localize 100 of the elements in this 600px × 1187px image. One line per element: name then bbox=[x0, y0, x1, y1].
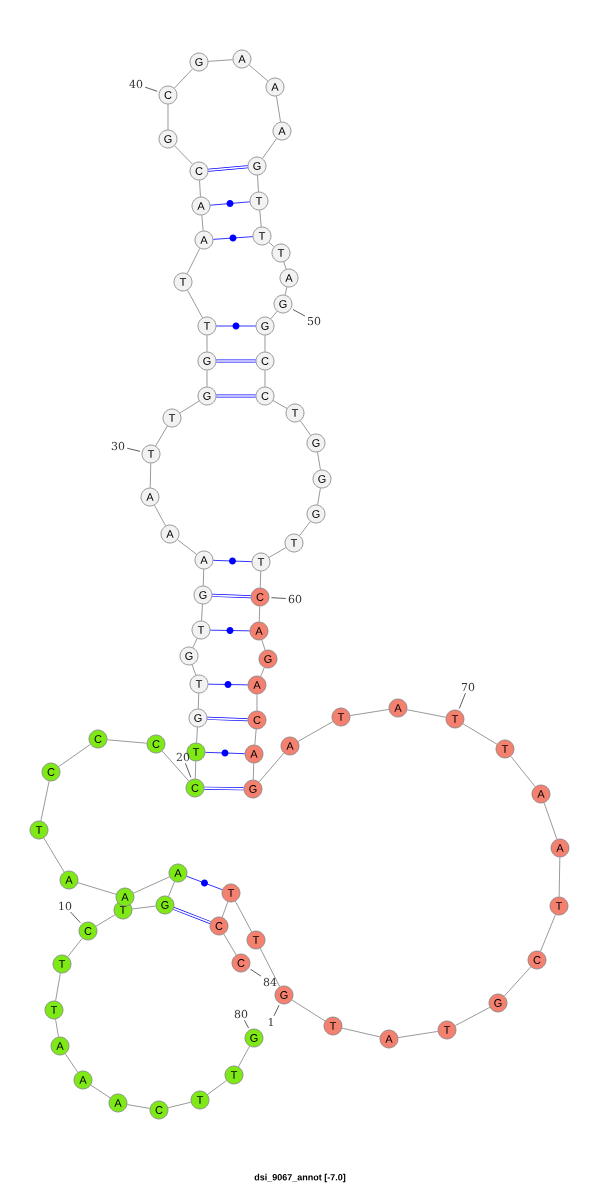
backbone-line bbox=[167, 1101, 192, 1109]
backbone-line bbox=[131, 905, 157, 910]
backbone-line bbox=[149, 463, 152, 488]
backbone-line bbox=[206, 370, 208, 387]
backbone-line bbox=[257, 175, 259, 193]
backbone-line bbox=[199, 180, 201, 198]
backbone-line bbox=[276, 95, 281, 123]
backbone-line bbox=[40, 780, 50, 822]
backbone-line bbox=[126, 1104, 151, 1109]
base-pair-line bbox=[186, 875, 223, 891]
base-pair-line bbox=[208, 681, 248, 688]
backbone-line bbox=[297, 721, 334, 742]
backbone-line bbox=[540, 914, 556, 952]
backbone-line bbox=[167, 104, 169, 130]
backbone-line bbox=[300, 420, 311, 436]
position-number: 30 bbox=[111, 441, 125, 451]
backbone-line bbox=[192, 638, 198, 648]
backbone-line bbox=[341, 1027, 381, 1038]
backbone-line bbox=[207, 59, 233, 62]
backbone-line bbox=[283, 261, 287, 270]
backbone-line bbox=[55, 1018, 59, 1038]
base-pair-line bbox=[210, 627, 250, 634]
backbone-line bbox=[317, 451, 321, 471]
backbone-line bbox=[259, 210, 262, 228]
backbone-line bbox=[95, 914, 116, 927]
leader-line bbox=[271, 597, 287, 599]
backbone-line bbox=[510, 755, 536, 788]
base-pair-line bbox=[172, 907, 212, 924]
backbone-line bbox=[284, 286, 288, 296]
backbone-line bbox=[177, 539, 197, 555]
backbone-line bbox=[58, 744, 91, 767]
backbone-line bbox=[155, 425, 168, 447]
backbone-line bbox=[174, 68, 193, 89]
backbone-line bbox=[259, 948, 281, 988]
position-number: 10 bbox=[59, 901, 72, 911]
base-pair-line bbox=[215, 359, 257, 363]
leader-line bbox=[243, 1019, 249, 1029]
position-number: 60 bbox=[288, 594, 302, 604]
base-pair-line bbox=[205, 749, 245, 757]
backbone-line bbox=[106, 739, 148, 744]
base-pair-line bbox=[203, 786, 245, 791]
leader-line bbox=[144, 86, 158, 92]
backbone-line bbox=[202, 569, 205, 586]
backbone-line bbox=[264, 370, 266, 387]
backbone-line bbox=[259, 571, 262, 588]
backbone-line bbox=[238, 1045, 250, 1068]
backbone-line bbox=[262, 138, 277, 159]
base-pair-line bbox=[206, 716, 249, 722]
backbone-line bbox=[168, 881, 175, 897]
backbone-line bbox=[252, 763, 255, 780]
backbone-line bbox=[77, 882, 117, 895]
backbone-line bbox=[55, 972, 61, 1002]
backbone-line bbox=[299, 521, 311, 536]
backbone-line bbox=[503, 966, 532, 997]
caption: dsi_9067_annot [-7.0] bbox=[254, 1173, 346, 1183]
backbone-line bbox=[317, 487, 321, 506]
backbone-line bbox=[161, 750, 190, 782]
backbone-line bbox=[462, 723, 498, 745]
backbone-line bbox=[201, 604, 203, 621]
backbone-line bbox=[558, 857, 561, 897]
backbone-line bbox=[191, 664, 197, 676]
base-pair-line bbox=[212, 234, 253, 242]
backbone-line bbox=[174, 145, 193, 165]
backbone-line bbox=[207, 1080, 227, 1095]
backbone-line bbox=[349, 709, 390, 716]
backbone-line bbox=[264, 335, 266, 352]
backbone-line bbox=[133, 876, 170, 894]
leader-line bbox=[273, 1004, 280, 1017]
backbone-line bbox=[258, 752, 285, 783]
leader-line bbox=[292, 309, 306, 317]
backbone-line bbox=[291, 999, 326, 1022]
backbone-line bbox=[223, 933, 237, 956]
leader-line bbox=[126, 447, 141, 452]
position-number: 80 bbox=[234, 1009, 248, 1019]
base-pair-line bbox=[211, 593, 252, 599]
backbone-line bbox=[197, 693, 200, 709]
backbone-line bbox=[179, 400, 200, 414]
backbone-line bbox=[206, 335, 208, 352]
base-pair-line bbox=[209, 200, 251, 207]
backbone-line bbox=[454, 1007, 491, 1026]
backbone-line bbox=[64, 1053, 79, 1073]
backbone-line bbox=[254, 728, 257, 746]
base-pair-line bbox=[216, 322, 256, 330]
base-pair-line bbox=[215, 394, 257, 398]
backbone-line bbox=[406, 709, 447, 718]
backbone-line bbox=[194, 761, 197, 779]
backbone-line bbox=[268, 547, 287, 558]
backbone-line bbox=[261, 639, 266, 651]
base-pair-line bbox=[207, 165, 249, 172]
position-number: 40 bbox=[129, 79, 143, 89]
backbone-line bbox=[543, 802, 558, 840]
backbone-line bbox=[67, 938, 83, 957]
backbone-line bbox=[90, 1084, 111, 1099]
base-pair-line bbox=[213, 557, 252, 565]
leader-line bbox=[458, 692, 466, 709]
backbone-line bbox=[154, 504, 166, 527]
backbone-line bbox=[221, 901, 229, 918]
leader-line bbox=[250, 968, 262, 977]
backbone-line bbox=[256, 694, 258, 711]
backbone-line bbox=[248, 64, 269, 82]
